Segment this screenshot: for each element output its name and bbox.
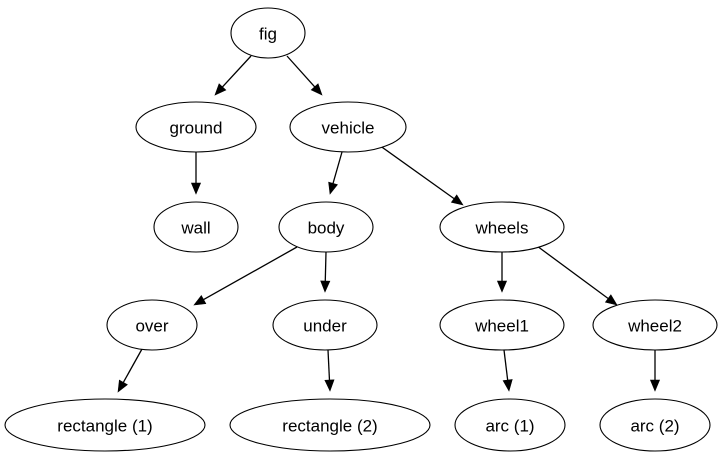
graph-node-body[interactable]: body bbox=[278, 201, 374, 253]
edge-line bbox=[536, 245, 609, 299]
node-ellipse[interactable] bbox=[454, 398, 566, 452]
edge-line bbox=[503, 349, 509, 381]
arrowhead-icon bbox=[310, 83, 323, 96]
edge-line bbox=[122, 348, 143, 383]
node-label: wheel2 bbox=[627, 317, 682, 336]
graph-edge bbox=[117, 348, 143, 393]
graph-edge bbox=[190, 152, 202, 195]
arrowhead-icon bbox=[328, 181, 338, 195]
node-label: rectangle (1) bbox=[57, 417, 152, 436]
arrowhead-icon bbox=[117, 379, 128, 393]
edge-line bbox=[286, 55, 316, 88]
graph-edge bbox=[193, 246, 298, 306]
graph-node-wheel2[interactable]: wheel2 bbox=[592, 299, 718, 351]
arrowhead-icon bbox=[193, 295, 207, 306]
graph-edge bbox=[536, 245, 618, 306]
node-ellipse[interactable] bbox=[439, 299, 565, 351]
graph-edge bbox=[320, 251, 331, 293]
graph-node-arc1[interactable]: arc (1) bbox=[454, 398, 566, 452]
node-ellipse[interactable] bbox=[439, 201, 565, 253]
edge-line bbox=[203, 246, 298, 301]
arrowhead-icon bbox=[190, 182, 202, 195]
node-ellipse[interactable] bbox=[599, 398, 711, 452]
node-label: wheel1 bbox=[474, 317, 529, 336]
node-label: arc (1) bbox=[485, 417, 534, 436]
edge-line bbox=[378, 144, 455, 200]
arrowhead-icon bbox=[496, 280, 508, 293]
graph-edge bbox=[328, 151, 343, 195]
graph-node-wheels[interactable]: wheels bbox=[439, 201, 565, 253]
graph-edge bbox=[324, 349, 335, 392]
graph-node-arc2[interactable]: arc (2) bbox=[599, 398, 711, 452]
graph-node-over[interactable]: over bbox=[106, 299, 198, 351]
node-label: wall bbox=[180, 219, 210, 238]
node-ellipse[interactable] bbox=[106, 299, 198, 351]
graph-node-under[interactable]: under bbox=[272, 299, 378, 351]
node-ellipse[interactable] bbox=[230, 7, 306, 59]
edge-line bbox=[332, 151, 343, 184]
graph-node-rectangle1[interactable]: rectangle (1) bbox=[4, 398, 206, 452]
graph-node-wall[interactable]: wall bbox=[153, 201, 239, 253]
arrowhead-icon bbox=[649, 379, 661, 392]
node-layer: fig ground vehicle wall body wheels over under w… bbox=[4, 7, 718, 452]
graph-node-vehicle[interactable]: vehicle bbox=[289, 101, 407, 153]
node-label: ground bbox=[170, 119, 223, 138]
graph-node-wheel1[interactable]: wheel1 bbox=[439, 299, 565, 351]
node-ellipse[interactable] bbox=[272, 299, 378, 351]
graph-edge bbox=[649, 350, 661, 392]
node-label: arc (2) bbox=[630, 417, 679, 436]
graph-node-fig[interactable]: fig bbox=[230, 7, 306, 59]
edge-line bbox=[221, 55, 252, 88]
node-label: vehicle bbox=[322, 119, 375, 138]
edge-layer bbox=[117, 55, 661, 393]
node-label: rectangle (2) bbox=[282, 417, 377, 436]
arrowhead-icon bbox=[450, 194, 464, 206]
node-ellipse[interactable] bbox=[135, 101, 257, 153]
graph-edge bbox=[496, 252, 508, 293]
node-label: over bbox=[135, 317, 168, 336]
graph-edge bbox=[214, 55, 252, 96]
arrowhead-icon bbox=[502, 379, 513, 392]
node-ellipse[interactable] bbox=[153, 201, 239, 253]
node-label: wheels bbox=[475, 219, 529, 238]
graph-node-rectangle2[interactable]: rectangle (2) bbox=[229, 398, 431, 452]
node-ellipse[interactable] bbox=[278, 201, 374, 253]
graph-edge bbox=[502, 349, 513, 392]
node-label: under bbox=[303, 317, 347, 336]
node-label: body bbox=[308, 219, 345, 238]
graph-edge bbox=[378, 144, 464, 206]
arrowhead-icon bbox=[214, 83, 227, 96]
node-ellipse[interactable] bbox=[289, 101, 407, 153]
arrowhead-icon bbox=[604, 294, 618, 306]
arrowhead-icon bbox=[324, 379, 335, 392]
node-ellipse[interactable] bbox=[229, 398, 431, 452]
node-ellipse[interactable] bbox=[4, 398, 206, 452]
arrowhead-icon bbox=[320, 280, 331, 293]
node-label: fig bbox=[259, 25, 277, 44]
graph-edge bbox=[286, 55, 323, 96]
graph-node-ground[interactable]: ground bbox=[135, 101, 257, 153]
node-ellipse[interactable] bbox=[592, 299, 718, 351]
edge-line bbox=[324, 251, 327, 282]
edge-line bbox=[327, 349, 331, 381]
